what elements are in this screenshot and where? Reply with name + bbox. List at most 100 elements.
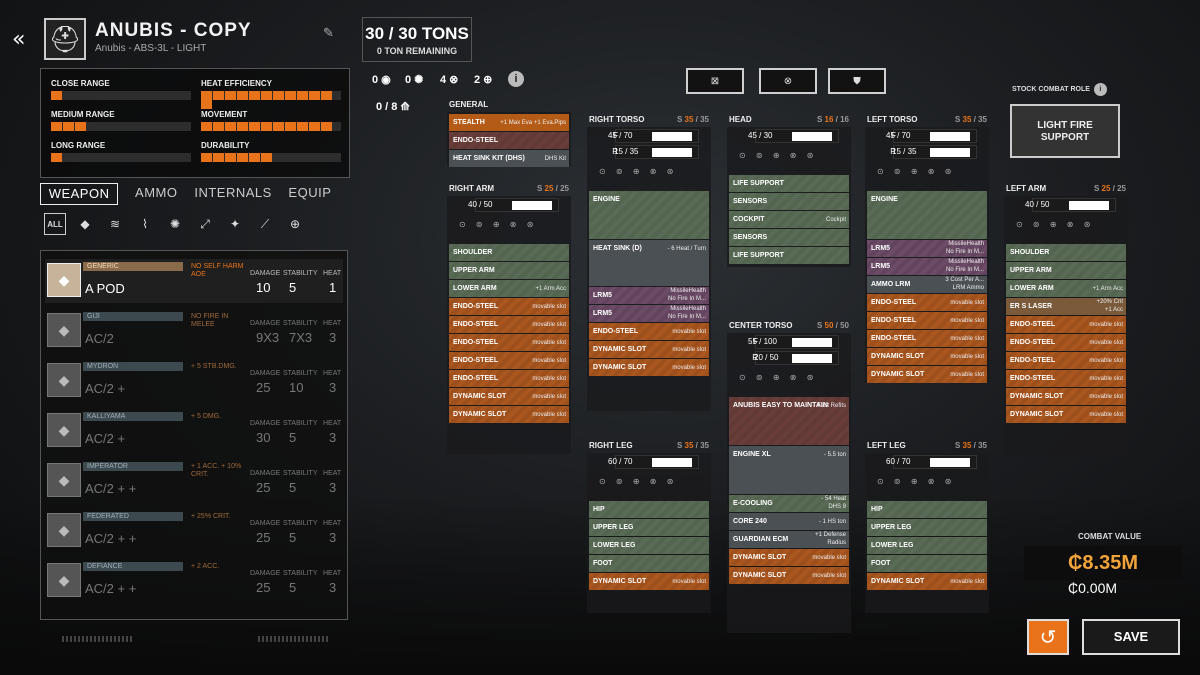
filter-icon[interactable]: ⊕ bbox=[289, 217, 301, 231]
filter-icon[interactable]: ⤢ bbox=[200, 217, 210, 231]
slot-note: Cockpit bbox=[825, 217, 846, 223]
slot-item[interactable]: HIP bbox=[867, 501, 987, 518]
slot-item[interactable]: FOOT bbox=[867, 555, 987, 572]
slot-item[interactable]: UPPER LEG bbox=[867, 519, 987, 536]
slot-item[interactable]: ER S LASER+20% Crit +1 Acc bbox=[1006, 298, 1126, 315]
save-button[interactable]: SAVE bbox=[1082, 619, 1180, 655]
slot-item[interactable]: SHOULDER bbox=[449, 244, 569, 261]
slot-item[interactable]: UPPER ARM bbox=[1006, 262, 1126, 279]
scroll-grip-left[interactable] bbox=[62, 636, 134, 642]
slot-item[interactable]: FOOT bbox=[589, 555, 709, 572]
slot-item[interactable]: SENSORS bbox=[729, 229, 849, 246]
scroll-grip-right[interactable] bbox=[258, 636, 330, 642]
view-button-armor[interactable]: ⊠ bbox=[686, 68, 744, 94]
slot-item[interactable]: COCKPIT Cockpit bbox=[729, 211, 849, 228]
combat-role-button[interactable]: LIGHT FIRE SUPPORT bbox=[1010, 104, 1120, 158]
filter-icon[interactable]: ✺ bbox=[169, 217, 181, 231]
slot-item[interactable]: ENGINE XL- 5.5 ton bbox=[729, 446, 849, 494]
tab-equip[interactable]: EQUIP bbox=[288, 185, 332, 200]
weapon-damage: 30 bbox=[256, 430, 271, 445]
slot-item[interactable]: LOWER LEG bbox=[589, 537, 709, 554]
slot-item[interactable]: LIFE SUPPORT bbox=[729, 247, 849, 264]
slot-item[interactable]: GUARDIAN ECM+1 Defense Radius bbox=[729, 531, 849, 548]
left-leg-slots: S 35 / 35 bbox=[954, 441, 987, 450]
slot-item[interactable]: UPPER ARM bbox=[449, 262, 569, 279]
info-icon[interactable]: i bbox=[508, 71, 524, 87]
back-icon[interactable]: « bbox=[12, 27, 26, 52]
slot-note: movable slot bbox=[672, 365, 706, 371]
slot-item[interactable]: STEALTH+1 Max Eva +1 Eva.Pips bbox=[449, 114, 569, 131]
slot-item[interactable]: LIFE SUPPORT bbox=[729, 175, 849, 192]
slot-item[interactable]: LOWER LEG bbox=[867, 537, 987, 554]
view-button-structure[interactable]: ⊗ bbox=[759, 68, 817, 94]
tab-weapon[interactable]: WEAPON bbox=[40, 183, 119, 205]
hardpoint-energy: 0 ✺ bbox=[405, 74, 424, 86]
slot-item[interactable]: CORE 240- 1 HS ton bbox=[729, 513, 849, 530]
filter-icon[interactable]: ✦ bbox=[229, 217, 241, 231]
slot-item[interactable]: SHOULDER bbox=[1006, 244, 1126, 261]
slot-item[interactable]: ENGINE bbox=[589, 191, 709, 239]
slot-item[interactable]: HIP bbox=[589, 501, 709, 518]
slot-item[interactable]: HEAT SINK KIT (DHS)DHS Kit bbox=[449, 150, 569, 167]
filter-icon[interactable]: ≋ bbox=[109, 217, 121, 231]
slot-label: COCKPIT bbox=[733, 216, 765, 223]
slot-item[interactable]: UPPER LEG bbox=[589, 519, 709, 536]
filter-all[interactable]: ALL bbox=[44, 213, 66, 235]
view-button-shield[interactable]: ⛊ bbox=[828, 68, 886, 94]
weapon-damage-label: DAMAGE bbox=[250, 520, 281, 527]
filter-icon[interactable]: ⌇ bbox=[142, 217, 148, 231]
tab-internals[interactable]: INTERNALS bbox=[194, 185, 272, 200]
slot-item[interactable]: ENDO-STEEL bbox=[449, 132, 569, 149]
role-info-icon[interactable]: i bbox=[1093, 83, 1107, 96]
slot-item[interactable]: LOWER ARM+1 Arm Acc bbox=[1006, 280, 1126, 297]
filter-icon[interactable]: ⟋ bbox=[260, 217, 270, 231]
undo-button[interactable]: ↺ bbox=[1027, 619, 1069, 655]
filter-icon[interactable]: ◆ bbox=[80, 217, 90, 231]
edit-name-icon[interactable]: ✎ bbox=[323, 25, 334, 40]
slot-item[interactable]: LOWER ARM+1 Arm Acc bbox=[449, 280, 569, 297]
slot-item[interactable]: SENSORS bbox=[729, 193, 849, 210]
slot-item[interactable]: ENGINE bbox=[867, 191, 987, 239]
tab-ammo[interactable]: AMMO bbox=[135, 185, 178, 200]
slot-item[interactable]: HEAT SINK (D)- 6 Heat / Turn bbox=[589, 240, 709, 286]
slot-item[interactable]: E-COOLING- 54 Heat DHS 9 bbox=[729, 495, 849, 512]
